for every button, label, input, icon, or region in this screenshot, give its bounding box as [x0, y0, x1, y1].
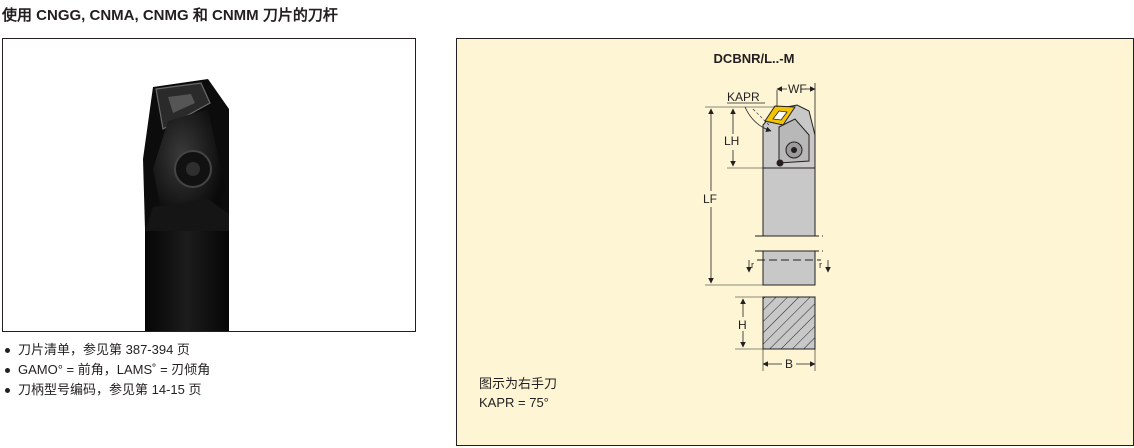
technical-drawing-panel: DCBNR/L..-M — [456, 38, 1134, 446]
dim-label-b: B — [785, 357, 793, 371]
list-item: GAMO° = 前角，LAMS˚ = 刃倾角 — [3, 360, 210, 380]
svg-text:r: r — [751, 260, 754, 270]
bullet-icon — [5, 387, 10, 393]
svg-text:r: r — [819, 260, 822, 270]
tool-holder-photo — [2, 38, 416, 332]
dim-label-lh: LH — [724, 134, 739, 148]
caption-kapr: KAPR = 75° — [479, 395, 549, 410]
caption-hand: 图示为右手刀 — [479, 376, 558, 391]
drawing-caption: 图示为右手刀 KAPR = 75° — [479, 374, 557, 412]
notes-list: 刀片清单，参见第 387-394 页 GAMO° = 前角，LAMS˚ = 刃倾… — [3, 340, 210, 400]
drawing-model-title: DCBNR/L..-M — [713, 51, 795, 66]
list-item: 刀柄型号编码，参见第 14-15 页 — [3, 380, 210, 400]
dimension-drawing: WF KAPR LH LF r r H — [703, 82, 831, 371]
cross-section — [762, 296, 816, 350]
tool-holder-image — [143, 79, 229, 331]
list-item: 刀片清单，参见第 387-394 页 — [3, 340, 210, 360]
shank-body — [762, 167, 816, 237]
page-title: 使用 CNGG, CNMA, CNMG 和 CNMM 刀片的刀杆 — [2, 7, 338, 24]
dim-label-h: H — [738, 318, 747, 332]
dim-label-kapr: KAPR — [727, 90, 760, 104]
bullet-icon — [5, 347, 10, 353]
dim-label-lf: LF — [703, 192, 717, 206]
shank-end — [762, 250, 816, 286]
bullet-icon — [5, 367, 10, 373]
dim-label-wf: WF — [788, 82, 807, 96]
